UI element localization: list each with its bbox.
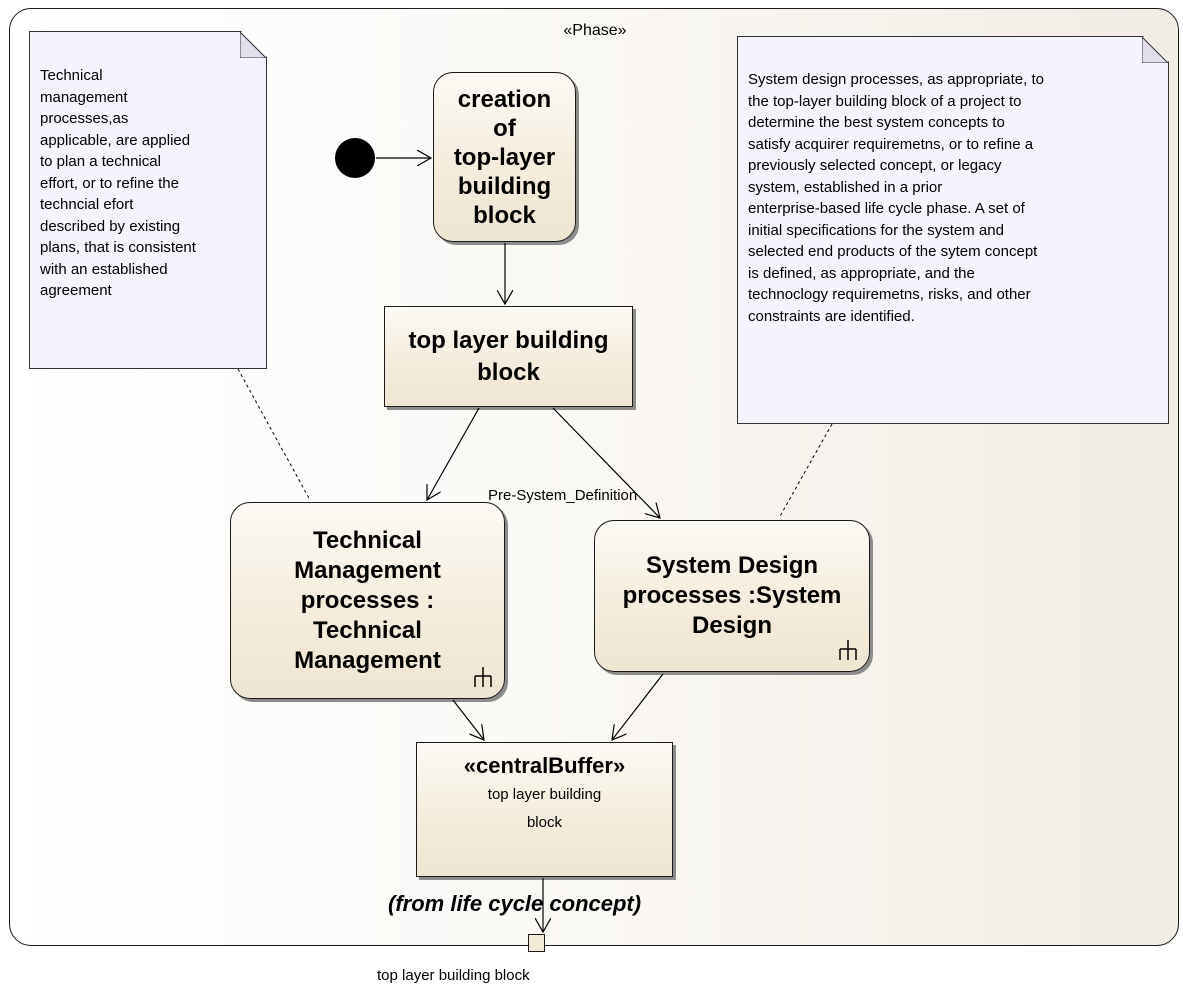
note-link-left [237, 368, 311, 501]
flow-label: Pre-System_Definition [488, 487, 638, 504]
central-buffer-node[interactable]: «centralBuffer» top layer building block [416, 742, 673, 877]
note-fold-icon [240, 32, 266, 58]
rake-icon [839, 640, 857, 660]
buffer-stereotype: «centralBuffer» [463, 753, 626, 778]
output-pin[interactable] [528, 934, 545, 952]
action-title: creation of top-layer building block [453, 85, 556, 229]
pin-label: top layer building block [377, 967, 530, 984]
note-left-text: Technical management processes,as applic… [40, 67, 196, 299]
rake-icon [474, 667, 492, 687]
activity-title: Technical Management processes : Technic… [294, 526, 441, 674]
note-right-text: System design processes, as appropriate,… [748, 71, 1044, 325]
flow-top-layer-to-technical-management[interactable] [427, 407, 480, 500]
buffer-name: top layer building block [487, 786, 602, 831]
note-technical-management[interactable]: Technical management processes,as applic… [29, 31, 267, 369]
note-link-right [778, 423, 833, 519]
note-fold-icon [1142, 37, 1168, 63]
flow-top-layer-to-system-design[interactable] [552, 407, 660, 518]
phase-stereotype-label: «Phase» [563, 22, 627, 39]
activity-technical-management[interactable]: Technical Management processes : Technic… [230, 502, 505, 699]
activity-title: System Design processes :System Design [622, 552, 842, 639]
flow-system-design-to-buffer[interactable] [612, 673, 664, 740]
activity-system-design[interactable]: System Design processes :System Design [594, 520, 870, 672]
action-creation-of-top-layer-building-block[interactable]: creation of top-layer building block [433, 72, 576, 242]
object-node-top-layer-building-block[interactable]: top layer building block [384, 306, 633, 407]
object-node-title: top layer building block [408, 326, 609, 386]
flow-technical-management-to-buffer[interactable] [452, 699, 484, 740]
initial-node-icon[interactable] [335, 138, 375, 178]
from-package-label: (from life cycle concept) [388, 891, 642, 916]
note-system-design[interactable]: System design processes, as appropriate,… [737, 36, 1169, 424]
